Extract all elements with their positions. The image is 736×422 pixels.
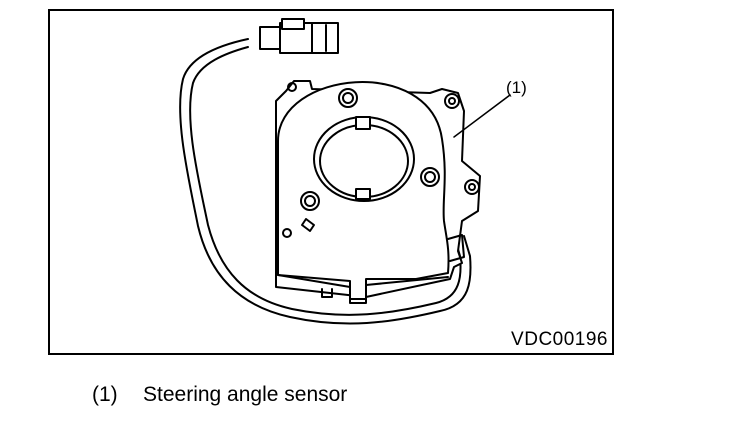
legend: (1) Steering angle sensor — [92, 383, 347, 407]
figure-frame: (1) VDC00196 — [48, 9, 614, 355]
mounting-hole — [282, 228, 292, 238]
figure-code: VDC00196 — [511, 329, 608, 350]
mounting-hole — [464, 179, 480, 195]
mounting-hole — [420, 167, 440, 187]
mounting-hole — [338, 88, 358, 108]
callout-label: (1) — [506, 78, 527, 97]
legend-text: Steering angle sensor — [143, 383, 348, 406]
steering-angle-sensor-illustration — [179, 18, 511, 325]
side-clip — [447, 234, 465, 262]
mounting-hole — [444, 93, 460, 109]
callout-leader — [453, 94, 511, 138]
bottom-tab — [321, 288, 333, 298]
wire-harness — [179, 38, 472, 325]
bore-notch-bottom — [355, 188, 371, 200]
mounting-hole — [287, 82, 297, 92]
bore-notch-top — [355, 116, 371, 130]
slot — [301, 218, 315, 232]
connector — [259, 18, 339, 54]
housing-base-lip — [277, 274, 449, 304]
legend-number: (1) — [92, 383, 118, 406]
mounting-hole — [300, 191, 320, 211]
